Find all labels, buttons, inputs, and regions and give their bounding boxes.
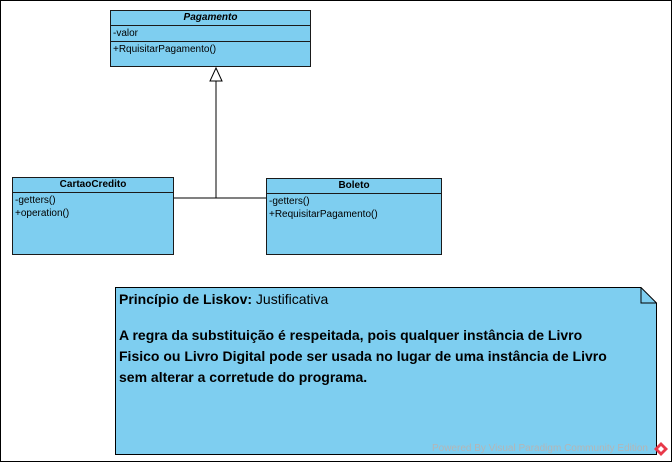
class-name-pagamento: Pagamento — [111, 11, 310, 26]
members-compartment-cartao-credito: -getters() +operation() — [13, 193, 173, 221]
liskov-note[interactable]: Princípio de Liskov: Justificativa A reg… — [115, 287, 657, 455]
inheritance-arrowhead — [209, 66, 223, 82]
operations-compartment-pagamento: +RquisitarPagamento() — [111, 42, 310, 57]
class-name-cartao-credito: CartaoCredito — [13, 178, 173, 193]
class-cartao-credito[interactable]: CartaoCredito -getters() +operation() — [12, 177, 174, 255]
attribute-valor: -valor — [113, 28, 139, 39]
generalization-line-cartao[interactable] — [174, 81, 217, 199]
visual-paradigm-logo-icon — [654, 442, 668, 456]
note-body: A regra da substituição é respeitada, po… — [119, 327, 607, 385]
member-getters: -getters() — [269, 196, 310, 207]
class-pagamento[interactable]: Pagamento -valor +RquisitarPagamento() — [110, 10, 311, 67]
note-shape — [115, 287, 657, 455]
member-operation: +operation() — [15, 208, 70, 219]
class-name-boleto: Boleto — [267, 179, 441, 194]
attributes-compartment-pagamento: -valor — [111, 26, 310, 42]
member-getters: -getters() — [15, 195, 56, 206]
member-requisitar-pagamento: +RequisitarPagamento() — [269, 209, 378, 220]
operation-rquisitar-pagamento: +RquisitarPagamento() — [113, 44, 217, 55]
watermark-text: Powered By Visual Paradigm Community Edi… — [431, 443, 648, 454]
note-title-bold: Princípio de Liskov: — [119, 291, 253, 307]
note-title-rest: Justificativa — [252, 291, 329, 307]
note-title: Princípio de Liskov: Justificativa — [119, 291, 328, 307]
members-compartment-boleto: -getters() +RequisitarPagamento() — [267, 194, 441, 222]
class-boleto[interactable]: Boleto -getters() +RequisitarPagamento() — [266, 178, 442, 255]
